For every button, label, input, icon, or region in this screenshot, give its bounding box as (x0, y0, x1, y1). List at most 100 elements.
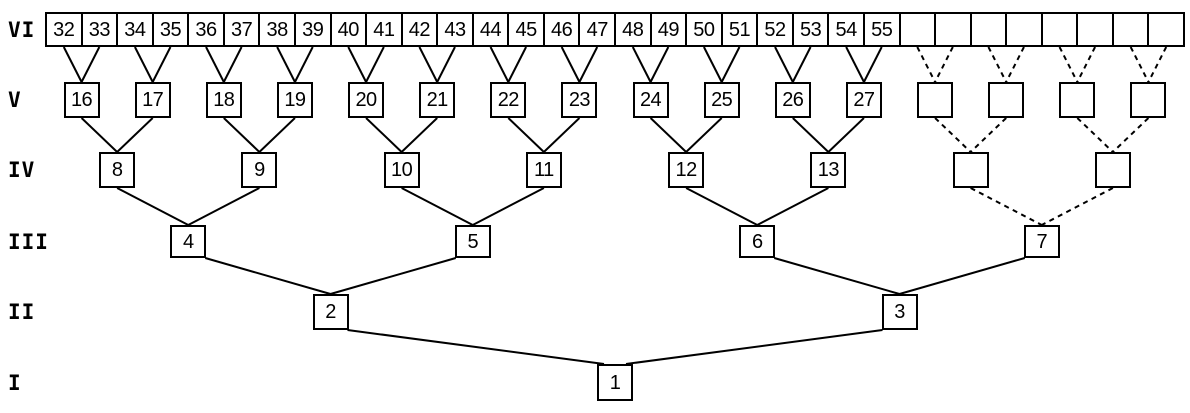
node-32: 32 (45, 12, 83, 47)
node-45: 45 (507, 12, 545, 47)
tree-edge-v-10 (792, 117, 830, 153)
node-44: 44 (471, 12, 510, 47)
tree-edge-vi-2 (134, 46, 154, 83)
tree-edge-iii-3 (899, 257, 1026, 295)
node-empty-iv-6 (952, 152, 989, 188)
node-54: 54 (827, 12, 865, 47)
tree-edge-vi-22 (845, 46, 865, 83)
tree-edge-v-8 (649, 117, 687, 153)
node-empty-v-14 (1059, 82, 1096, 118)
node-35: 35 (151, 12, 190, 47)
tree-edge-iv-6 (970, 187, 1043, 226)
node-46: 46 (542, 12, 581, 47)
tree-edge-vi-23 (863, 46, 883, 83)
tree-edge-iv-3 (472, 187, 545, 226)
tree-edge-vi-19 (720, 46, 741, 83)
node-22: 22 (490, 82, 527, 118)
node-53: 53 (791, 12, 830, 47)
tree-edge-vi-8 (347, 46, 367, 83)
row-label-ii: II (8, 300, 36, 324)
tree-edge-vi-16 (631, 46, 652, 83)
tree-edge-vi-18 (703, 46, 723, 83)
node-12: 12 (668, 152, 705, 188)
node-51: 51 (720, 12, 759, 47)
tree-edge-vi-13 (507, 46, 527, 83)
tree-edge-vi-24 (916, 46, 936, 83)
node-52: 52 (756, 12, 794, 47)
node-40: 40 (329, 12, 368, 47)
tree-edge-v-14 (1076, 117, 1114, 153)
tree-edge-vi-5 (222, 46, 243, 83)
node-4: 4 (170, 225, 207, 258)
tree-edge-v-11 (827, 117, 865, 153)
node-empty-iv-7 (1094, 152, 1131, 188)
tree-edge-v-13 (969, 117, 1007, 153)
node-empty-vi-27 (1005, 12, 1043, 47)
tree-edge-vi-0 (62, 46, 83, 83)
tree-edge-vi-14 (560, 46, 581, 83)
tree-edge-vi-17 (649, 46, 670, 83)
tree-edge-ii-0 (347, 329, 605, 365)
tree-edge-iii-0 (204, 257, 331, 295)
tree-edge-vi-28 (1058, 46, 1079, 83)
tree-edge-iv-5 (756, 187, 829, 226)
node-6: 6 (739, 225, 776, 258)
tree-edge-v-6 (507, 117, 545, 153)
tree-edge-iii-1 (330, 257, 457, 295)
node-9: 9 (241, 152, 278, 188)
tree-edge-vi-15 (578, 46, 599, 83)
tree-edge-vi-10 (418, 46, 439, 83)
node-20: 20 (348, 82, 385, 118)
node-18: 18 (205, 82, 242, 118)
node-42: 42 (400, 12, 439, 47)
row-label-vi: VI (8, 17, 36, 42)
tree-edge-vi-26 (987, 46, 1008, 83)
tree-edge-iv-7 (1041, 187, 1114, 226)
tree-edge-vi-7 (294, 46, 314, 83)
tree-edge-ii-1 (625, 329, 883, 365)
node-empty-v-12 (917, 82, 954, 118)
tree-edge-iii-2 (773, 257, 900, 295)
tree-edge-vi-21 (791, 46, 812, 83)
node-17: 17 (134, 82, 171, 118)
tree-edge-vi-3 (151, 46, 172, 83)
tree-edge-v-12 (934, 117, 972, 153)
node-36: 36 (187, 12, 225, 47)
node-19: 19 (276, 82, 313, 118)
node-empty-vi-30 (1111, 12, 1150, 47)
node-empty-vi-24 (898, 12, 937, 47)
node-43: 43 (436, 12, 474, 47)
node-13: 13 (810, 152, 847, 188)
tree-edge-iv-0 (116, 187, 189, 226)
tree-edge-vi-31 (1147, 46, 1168, 83)
node-empty-vi-29 (1076, 12, 1114, 47)
tree-edge-vi-20 (774, 46, 794, 83)
node-49: 49 (649, 12, 688, 47)
tree-edge-vi-27 (1005, 46, 1025, 83)
tree-edge-vi-1 (80, 46, 101, 83)
node-41: 41 (365, 12, 403, 47)
node-11: 11 (525, 152, 562, 188)
node-26: 26 (774, 82, 811, 118)
node-empty-v-13 (988, 82, 1025, 118)
node-48: 48 (614, 12, 652, 47)
tree-edge-v-0 (80, 117, 118, 153)
node-8: 8 (99, 152, 136, 188)
node-empty-v-15 (1130, 82, 1167, 118)
tree-edge-vi-12 (489, 46, 510, 83)
node-5: 5 (454, 225, 491, 258)
tree-edge-vi-25 (934, 46, 954, 83)
tree-edge-v-2 (223, 117, 261, 153)
node-empty-vi-25 (934, 12, 972, 47)
node-47: 47 (578, 12, 616, 47)
node-25: 25 (703, 82, 740, 118)
tree-edge-iv-4 (685, 187, 758, 226)
tree-edge-v-7 (543, 117, 581, 153)
node-10: 10 (383, 152, 420, 188)
node-1: 1 (597, 364, 633, 401)
tree-edge-vi-9 (365, 46, 385, 83)
node-39: 39 (293, 12, 332, 47)
node-55: 55 (862, 12, 901, 47)
node-23: 23 (561, 82, 598, 118)
